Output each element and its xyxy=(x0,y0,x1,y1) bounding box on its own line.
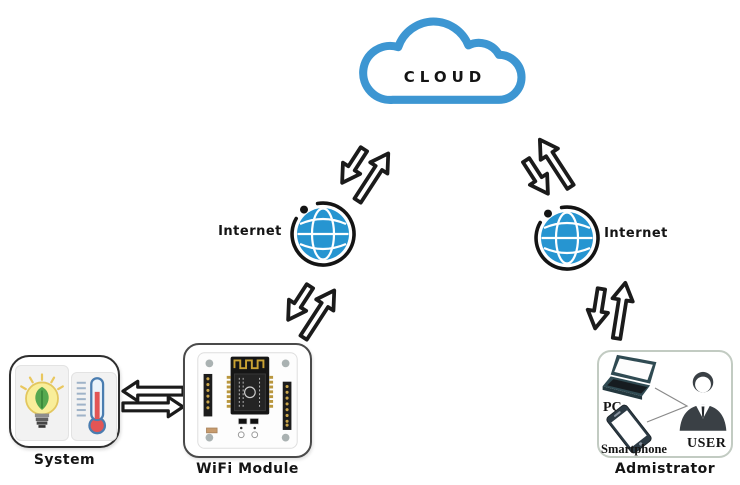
administrator-node: PC Smartphone USER xyxy=(597,350,733,458)
double-arrow-icon xyxy=(340,145,391,205)
lightbulb-panel xyxy=(15,365,69,441)
cloud-node: CLOUD xyxy=(346,6,544,126)
internet-left-label: Internet xyxy=(218,224,282,239)
user-label: USER xyxy=(687,436,727,451)
administrator-label: Admistrator xyxy=(614,461,716,477)
double-arrow-icon xyxy=(585,280,635,341)
eco-lightbulb-icon xyxy=(20,373,64,428)
user-icon xyxy=(679,371,727,431)
link-cloud-internet-left xyxy=(324,131,402,214)
smartphone-icon xyxy=(606,404,652,454)
double-arrow-horizontal-icon xyxy=(121,379,185,419)
wifi-module-label: WiFi Module xyxy=(196,461,299,477)
system-node xyxy=(9,355,120,448)
link-internet-wifi xyxy=(270,268,348,351)
double-arrow-icon xyxy=(521,137,576,196)
connector-lines xyxy=(646,387,689,423)
esp8266-board-icon xyxy=(197,352,298,449)
wifi-module-node xyxy=(183,343,312,458)
laptop-icon xyxy=(602,354,657,400)
link-cloud-internet-right xyxy=(508,129,586,212)
globe-orbit-icon xyxy=(290,201,356,267)
smartphone-label: Smartphone xyxy=(601,442,667,456)
system-label: System xyxy=(33,452,96,468)
thermometer-icon xyxy=(76,377,107,435)
cloud-label: CLOUD xyxy=(403,68,487,86)
thermometer-panel xyxy=(71,372,117,441)
double-arrow-icon xyxy=(286,282,337,342)
internet-left-node xyxy=(287,198,357,268)
internet-right-node xyxy=(531,202,601,272)
internet-right-label: Internet xyxy=(604,226,668,241)
link-internet-admin xyxy=(580,274,640,348)
cloud-icon xyxy=(359,17,526,104)
globe-orbit-icon xyxy=(534,205,600,271)
link-system-wifi xyxy=(121,378,185,420)
